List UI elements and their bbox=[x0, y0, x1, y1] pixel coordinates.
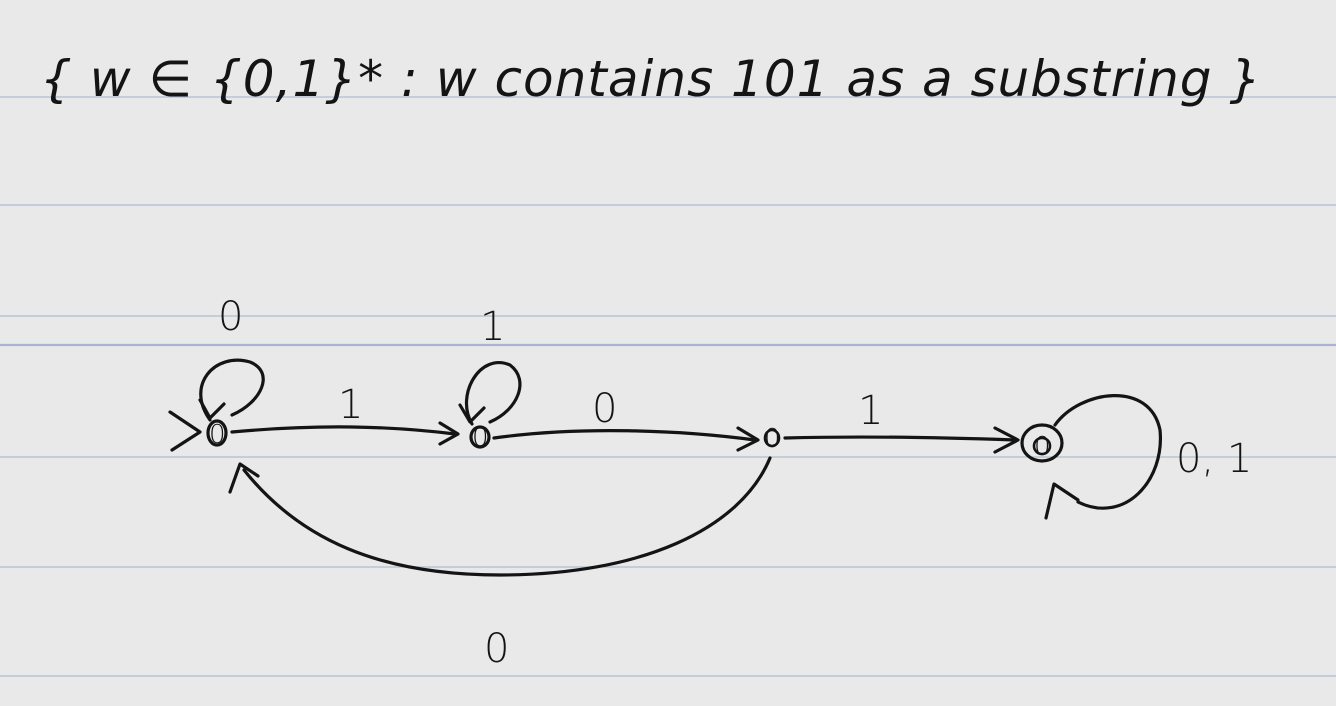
transition-label-q1-q2: 0 bbox=[592, 386, 617, 432]
edge-q0-q1-arrowhead bbox=[438, 421, 460, 446]
edge-q2-q0 bbox=[242, 456, 772, 577]
start-arrow bbox=[168, 410, 202, 452]
state-q3: 0 bbox=[1020, 423, 1064, 463]
language-definition: { w ∈ {0,1}* : w contains 101 as a subst… bbox=[40, 50, 1262, 108]
state-q2-label: 0 bbox=[764, 424, 781, 454]
edge-q1-q2 bbox=[492, 429, 757, 442]
self-loop-q3 bbox=[1053, 394, 1162, 510]
state-q0: 0 bbox=[206, 419, 228, 450]
transition-label-q2-q3: 1 bbox=[858, 388, 883, 434]
transition-label-q0-q1: 1 bbox=[338, 382, 363, 428]
ruled-lines bbox=[0, 96, 1336, 677]
edge-q2-q3 bbox=[783, 435, 1017, 442]
self-loop-q3-arrowhead bbox=[1044, 482, 1080, 520]
state-q3-label: 0 bbox=[1034, 432, 1051, 462]
self-loop-q0-arrowhead bbox=[198, 398, 226, 420]
state-q2: 0 bbox=[763, 424, 781, 454]
self-loop-q1-arrowhead bbox=[458, 403, 486, 424]
self-loop-q0 bbox=[199, 358, 265, 422]
transition-label-q3-q3: 0, 1 bbox=[1176, 436, 1252, 482]
transition-label-q2-q0: 0 bbox=[484, 626, 509, 672]
state-q1-label: 0 bbox=[472, 423, 489, 453]
transition-label-q1-q1: 1 bbox=[480, 304, 505, 350]
state-q0-label: 0 bbox=[209, 420, 226, 450]
state-q1: 0 bbox=[469, 423, 491, 453]
edge-q2-q3-arrowhead bbox=[993, 426, 1020, 454]
edge-q1-q2-arrowhead bbox=[736, 426, 760, 452]
transition-label-q0-q0: 0 bbox=[218, 294, 243, 340]
edge-q0-q1 bbox=[230, 425, 457, 436]
self-loop-q1 bbox=[465, 361, 522, 426]
edge-q2-q0-arrowhead bbox=[228, 462, 260, 494]
